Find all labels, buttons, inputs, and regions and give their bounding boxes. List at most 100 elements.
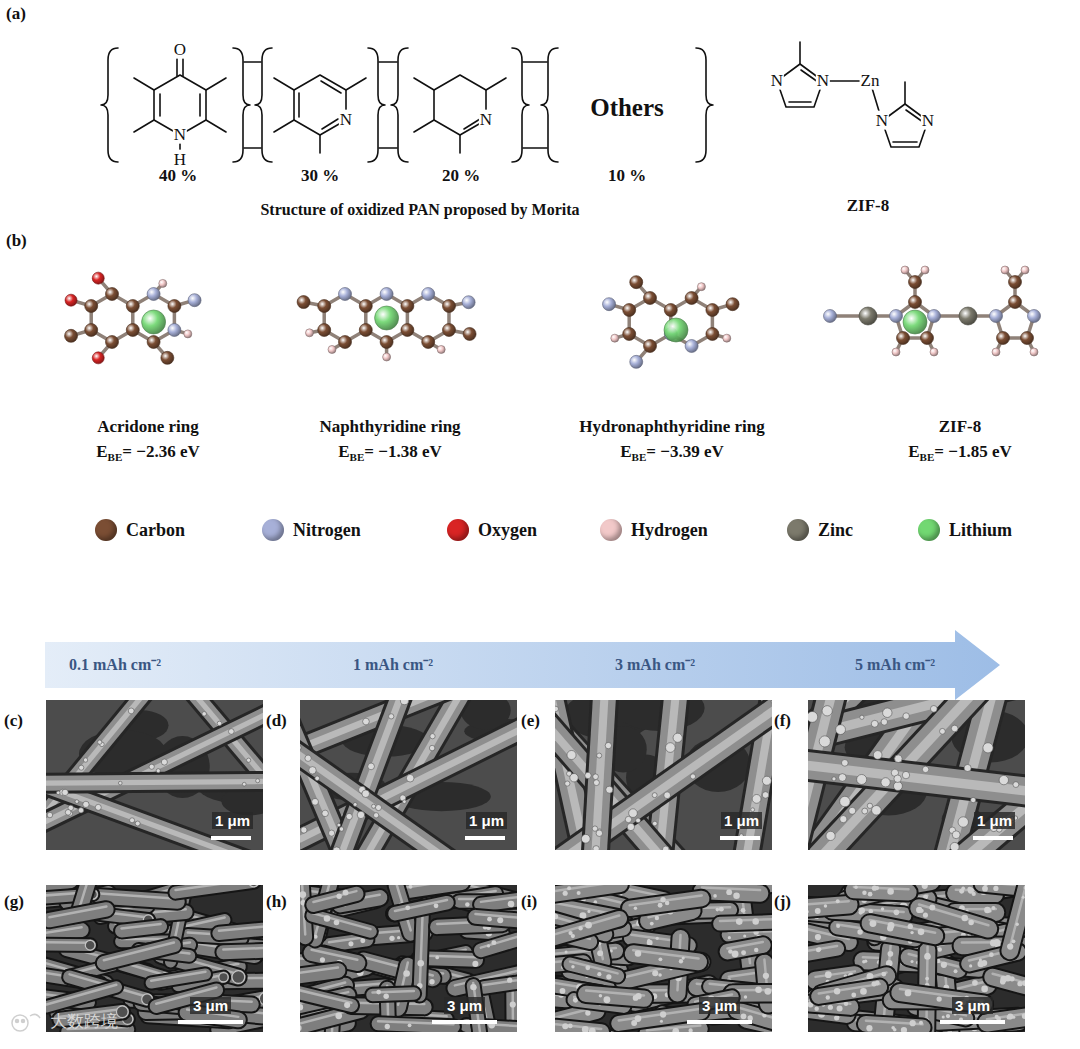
- atom-ball: [903, 310, 927, 334]
- scale-label-box: 3 μm: [940, 997, 1005, 1015]
- lithium-deposit: [851, 993, 856, 998]
- lithium-deposit: [929, 905, 935, 911]
- lithium-deposit: [627, 823, 634, 830]
- lithium-deposit: [403, 970, 410, 977]
- lithium-deposit: [1022, 1013, 1025, 1019]
- lithium-deposit: [995, 1015, 999, 1019]
- scale-label-box: 1 μm: [974, 812, 1015, 830]
- atom-ball: [706, 328, 719, 341]
- lithium-deposit: [736, 918, 743, 925]
- lithium-deposit: [75, 800, 79, 804]
- atom-ball: [859, 307, 877, 325]
- lithium-deposit: [824, 904, 828, 908]
- lithium-deposit: [634, 907, 637, 910]
- lithium-deposit: [983, 743, 993, 753]
- label-box: N: [816, 72, 830, 91]
- atom-ball: [623, 304, 636, 317]
- sem-image-panel: 3 μm: [300, 885, 517, 1032]
- lithium-deposit: [894, 755, 902, 763]
- sem-rod-edge: [312, 916, 370, 932]
- lithium-deposit: [571, 965, 574, 968]
- atom-ball: [318, 300, 331, 313]
- sem-rod-edge: [570, 964, 618, 976]
- lithium-deposit: [752, 918, 759, 925]
- lithium-deposit: [78, 808, 83, 813]
- lithium-deposit: [942, 1015, 945, 1018]
- lithium-deposit: [881, 907, 884, 910]
- atom-ball: [65, 294, 77, 306]
- lithium-deposit: [923, 913, 928, 918]
- atom-ball: [959, 307, 977, 325]
- atom-ball: [188, 294, 201, 307]
- lithium-deposit: [910, 1020, 916, 1026]
- sem-rod-highlight: [619, 1009, 701, 1021]
- sem-rod-highlight: [484, 978, 517, 985]
- sem-rod: [459, 895, 517, 908]
- lithium-deposit: [599, 994, 602, 997]
- label-box: (a): [6, 5, 26, 24]
- lithium-deposit: [836, 924, 840, 928]
- oxidized-pan-structures: [414, 120, 434, 132]
- lithium-deposit: [728, 949, 733, 954]
- sem-rod-highlight: [219, 927, 262, 931]
- atom-ball: [1009, 276, 1022, 289]
- atom-ball: [401, 300, 414, 313]
- sem-rod-highlight: [586, 991, 644, 996]
- oxidized-pan-structures: [274, 120, 294, 132]
- atom-ball: [305, 329, 313, 337]
- atom-ball: [161, 351, 174, 364]
- panel-letter: (b): [6, 231, 27, 250]
- text-label: Hydronaphthyridine ring: [579, 417, 764, 436]
- scale-bar-label: 1 μm: [974, 812, 1015, 829]
- lithium-deposit: [300, 891, 306, 898]
- lithium-deposit: [655, 916, 659, 920]
- sem-rod: [47, 987, 117, 1007]
- atom-ball: [824, 310, 837, 323]
- lithium-deposit: [1007, 1013, 1013, 1019]
- oxidized-pan-structures: [696, 48, 713, 162]
- scale-bar-label: 1 μm: [212, 812, 253, 829]
- lithium-deposit: [360, 938, 365, 943]
- lithium-deposit: [920, 909, 924, 913]
- lithium-deposit: [946, 1014, 950, 1018]
- label-box: N: [339, 111, 353, 130]
- label-box: N: [479, 111, 493, 130]
- lithium-deposit: [487, 917, 492, 922]
- text-label: ZIF-8: [847, 196, 890, 215]
- sem-fiber: [808, 743, 1025, 813]
- lithium-deposit: [1007, 1015, 1011, 1019]
- lithium-deposit: [555, 706, 559, 711]
- atom-ball: [630, 276, 643, 289]
- sem-fiber-edge: [46, 743, 263, 850]
- atom-ball: [697, 283, 705, 291]
- lithium-deposit: [993, 886, 998, 891]
- sem-rod: [104, 945, 174, 963]
- atom-ball: [1030, 348, 1038, 356]
- subscript-label: BE: [108, 451, 123, 463]
- lithium-deposit: [435, 956, 439, 960]
- lithium-deposit: [1013, 782, 1019, 788]
- lithium-deposit: [719, 907, 724, 912]
- lithium-deposit: [47, 812, 53, 818]
- atom-ball: [328, 345, 336, 353]
- energy-label: E: [96, 442, 107, 461]
- sem-rod-highlight: [475, 914, 517, 918]
- oxidized-pan-structures: [101, 48, 118, 162]
- sem-rod-highlight: [570, 961, 618, 973]
- lithium-deposit: [961, 886, 965, 890]
- molecule-models: [65, 266, 1041, 368]
- lithium-deposit: [652, 821, 657, 826]
- lithium-deposit: [748, 1015, 753, 1020]
- lithium-deposit: [562, 1023, 568, 1029]
- atom-ball: [422, 336, 435, 349]
- sem-rod-highlight: [104, 943, 174, 961]
- lithium-deposit: [631, 1020, 637, 1026]
- label-box: ZIF-8: [847, 197, 890, 216]
- lithium-deposit: [346, 813, 352, 819]
- lithium-deposit: [972, 892, 976, 896]
- lithium-deposit: [905, 990, 912, 997]
- lithium-deposit: [901, 1027, 907, 1032]
- lithium-deposit: [1017, 981, 1022, 986]
- scale-label-box: 3 μm: [432, 997, 497, 1015]
